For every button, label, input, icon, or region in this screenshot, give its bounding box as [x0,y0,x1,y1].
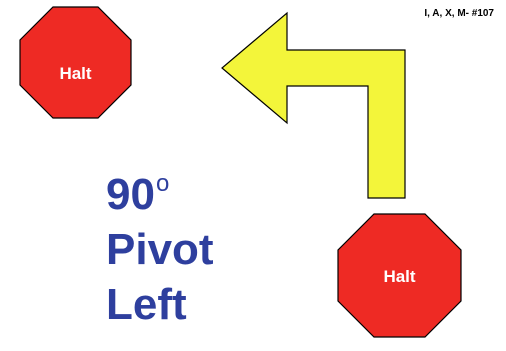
stop-sign-top-left: Halt [19,6,132,119]
stop-octagon-icon [337,213,462,338]
stop-sign-bottom-right: Halt [337,213,462,338]
title-line-pivot: Pivot [106,225,214,274]
sign-id-label: I, A, X, M- #107 [424,8,494,19]
halt-label-top: Halt [59,64,91,83]
title-line-left: Left [106,280,187,329]
degree-mark: o [155,170,170,197]
degrees-value: 90 [106,170,155,219]
halt-label-bottom: Halt [383,267,415,286]
title-line-degrees: 90o [106,156,214,222]
stop-octagon-icon [19,6,132,119]
pivot-title: 90o Pivot Left [106,156,214,332]
turn-arrow-icon [221,11,406,199]
